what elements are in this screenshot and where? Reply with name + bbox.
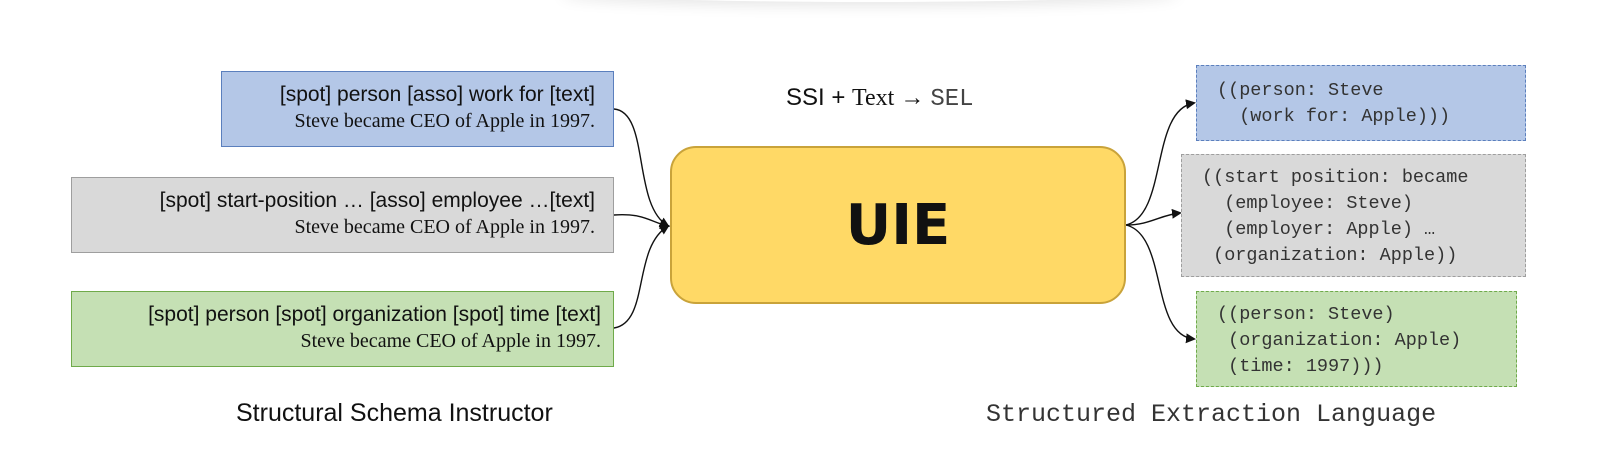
input-box-1: [spot] person [asso] work for [text] Ste…: [221, 71, 614, 147]
input-schema: [spot] person [asso] work for [text]: [279, 83, 595, 106]
output-line: (organization: Apple)): [1202, 245, 1458, 266]
uie-model-box: UIE: [670, 146, 1126, 304]
input-schema: [spot] start-position … [asso] employee …: [159, 189, 595, 212]
input-box-2: [spot] start-position … [asso] employee …: [71, 177, 614, 253]
formula-sel: SEL: [930, 86, 974, 113]
output-line: (work for: Apple))): [1217, 106, 1451, 127]
top-shadow: [560, 0, 1180, 2]
output-box-1: ((person: Steve (work for: Apple))): [1196, 65, 1526, 141]
caption-ssi: Structural Schema Instructor: [236, 399, 553, 427]
output-line: ((start position: became: [1202, 167, 1469, 188]
formula-text: Text →: [852, 85, 931, 111]
input-sentence: Steve became CEO of Apple in 1997.: [294, 110, 596, 132]
arrow-uie-to-output-2: [1125, 208, 1182, 226]
output-line: (employer: Apple) …: [1202, 219, 1436, 240]
output-box-2: ((start position: became (employee: Stev…: [1181, 154, 1526, 277]
output-line: ((person: Steve): [1217, 304, 1395, 325]
output-line: (organization: Apple): [1217, 330, 1462, 351]
output-line: (employee: Steve): [1202, 193, 1413, 214]
caption-sel: Structured Extraction Language: [986, 400, 1437, 429]
input-sentence: Steve became CEO of Apple in 1997.: [300, 330, 602, 352]
input-box-3: [spot] person [spot] organization [spot]…: [71, 291, 614, 367]
output-box-3: ((person: Steve) (organization: Apple) (…: [1196, 291, 1517, 387]
output-line: ((person: Steve: [1217, 80, 1384, 101]
input-schema: [spot] person [spot] organization [spot]…: [148, 303, 601, 326]
arrow-uie-to-output-3: [1125, 224, 1196, 344]
formula-ssi: SSI +: [786, 84, 853, 111]
arrow-input-1-to-uie: [613, 108, 670, 228]
arrow-input-2-to-uie: [613, 214, 670, 230]
arrow-uie-to-output-1: [1125, 99, 1196, 226]
input-sentence: Steve became CEO of Apple in 1997.: [294, 216, 596, 238]
arrow-input-3-to-uie: [613, 224, 670, 329]
formula: SSI + Text → SEL: [786, 84, 974, 113]
output-line: (time: 1997))): [1217, 356, 1384, 377]
uie-label: UIE: [845, 192, 951, 258]
